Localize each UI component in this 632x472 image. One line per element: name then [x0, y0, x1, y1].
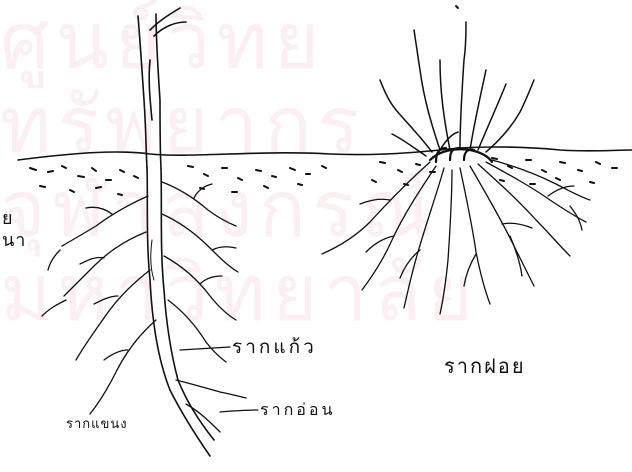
taproot-plant-stem	[138, 8, 186, 168]
edge-text-label: ย นา	[2, 208, 26, 252]
taproot	[147, 168, 214, 456]
lateral-roots	[42, 182, 246, 432]
young-root-label: รากอ่อน	[260, 398, 335, 423]
stray-mark	[456, 6, 458, 8]
soil-surface	[18, 147, 632, 160]
edge-text: ย นา	[2, 208, 26, 252]
fibrous-roots	[322, 160, 590, 314]
taproot-label: รากแก้ว	[232, 332, 317, 362]
fibrous-plant-crown	[430, 148, 492, 162]
soil-speckles	[30, 158, 617, 195]
fibrous-plant-stems	[380, 22, 534, 156]
lateral-root-label: รากแขนง	[66, 413, 128, 434]
fibrous-root-label: รากฝอย	[444, 350, 526, 382]
